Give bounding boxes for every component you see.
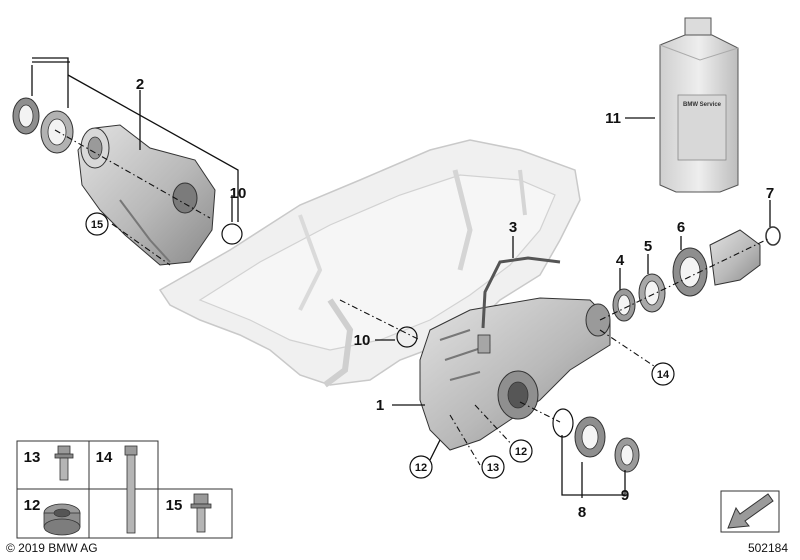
callouts: 1 2 3 4 5 6 7 8 9 10 10 11 12 12 13 14 1… (85, 76, 774, 521)
callout-2: 2 (136, 76, 144, 93)
copyright: © 2019 BMW AG (6, 541, 98, 555)
callout-7: 7 (766, 185, 774, 202)
bolt-13 (54, 445, 74, 481)
callout-5: 5 (644, 238, 652, 255)
callout-10-upper: 10 (230, 185, 247, 202)
seals-lower (552, 408, 640, 473)
callout-8: 8 (578, 504, 586, 521)
leader-lines (31, 57, 771, 498)
breather-hose (481, 256, 561, 329)
callout-13: 13 (487, 462, 499, 474)
callout-10-lower: 10 (354, 332, 371, 349)
callout-15: 15 (91, 219, 103, 231)
callout-9: 9 (621, 487, 629, 504)
seals-right (612, 226, 781, 322)
legend-label-15: 15 (166, 497, 183, 514)
callout-3: 3 (509, 219, 517, 236)
plug-12 (43, 503, 81, 536)
callout-11: 11 (605, 110, 621, 127)
bottle-label: BMW Service (683, 102, 722, 108)
legend-label-12: 12 (24, 497, 41, 514)
legend-label-13: 13 (24, 449, 41, 466)
diagram-id: 502184 (748, 541, 788, 555)
flange-housing (12, 97, 216, 266)
oil-bottle: BMW Service (659, 17, 739, 193)
front-differential (419, 297, 611, 451)
o-ring-upper (221, 223, 243, 245)
o-ring-lower (396, 326, 418, 348)
bolt-14 (124, 445, 138, 534)
callout-12-left: 12 (415, 462, 427, 474)
direction-arrow-box (720, 490, 780, 533)
callout-12-right: 12 (515, 446, 527, 458)
legend-grid: 13 14 12 15 (16, 440, 233, 539)
callout-4: 4 (616, 252, 625, 269)
callout-6: 6 (677, 219, 685, 236)
callout-14: 14 (657, 369, 670, 381)
callout-1: 1 (376, 397, 384, 414)
legend-label-14: 14 (96, 449, 113, 466)
bolt-15 (190, 493, 212, 533)
